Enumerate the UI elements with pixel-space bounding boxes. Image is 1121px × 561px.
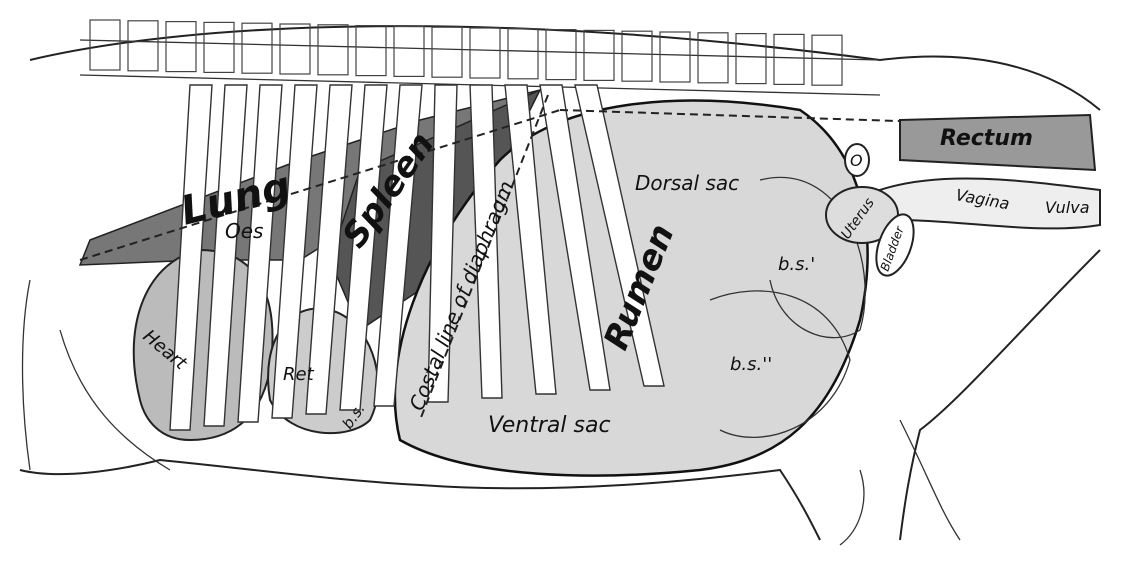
rib xyxy=(339,84,388,411)
hindleg-outline xyxy=(839,419,961,546)
label-ventral-sac: Ventral sac xyxy=(488,413,611,438)
vertebra xyxy=(583,29,615,81)
label-bs-prime: b.s.' xyxy=(778,254,815,275)
rib xyxy=(469,84,503,399)
vertebra xyxy=(773,33,805,86)
rib xyxy=(237,84,283,423)
vertebra xyxy=(355,25,387,77)
rib xyxy=(373,84,423,407)
label-ret: Ret xyxy=(283,364,315,385)
vagina-region xyxy=(878,177,1101,230)
label-oes: Oes xyxy=(225,219,263,243)
vertebra xyxy=(203,21,235,73)
vertebra xyxy=(545,29,577,81)
label-ovary: O xyxy=(850,151,863,170)
rib xyxy=(305,84,353,415)
label-bs-double-prime: b.s.'' xyxy=(730,354,772,375)
vertebra xyxy=(431,26,463,78)
vertebra xyxy=(659,31,691,83)
vertebra xyxy=(507,28,539,80)
vertebra xyxy=(393,25,425,77)
vertebra xyxy=(317,24,349,76)
vertebra xyxy=(165,21,197,73)
vertebra xyxy=(127,20,159,72)
vertebrae xyxy=(89,19,843,86)
rib xyxy=(504,84,557,395)
rib xyxy=(574,84,665,387)
vertebra xyxy=(621,30,653,82)
blind-sac-caudodorsal xyxy=(759,177,866,339)
ovary-shape xyxy=(844,143,870,177)
rectum-region xyxy=(899,113,1097,172)
rib xyxy=(427,84,458,403)
blind-sac-caudoventral xyxy=(709,290,851,438)
body-outline xyxy=(19,25,1101,541)
vertebra xyxy=(89,19,121,71)
label-dorsal-sac: Dorsal sac xyxy=(635,171,739,195)
heart-region xyxy=(132,248,274,442)
vertebra xyxy=(697,32,729,84)
label-vulva: Vulva xyxy=(1045,198,1090,217)
vertebra xyxy=(279,23,311,75)
foreleg-outline xyxy=(21,279,171,471)
rib xyxy=(271,84,318,419)
rib xyxy=(539,84,611,391)
rib xyxy=(203,84,248,427)
vertebra xyxy=(735,32,767,85)
vertebra xyxy=(241,22,273,74)
rib xyxy=(169,84,213,431)
vertebra xyxy=(469,27,501,79)
costal-line xyxy=(419,94,549,421)
label-rectum: Rectum xyxy=(940,126,1033,151)
ribs xyxy=(169,84,665,431)
vertebra xyxy=(811,34,843,86)
bladder-shape xyxy=(875,213,915,277)
